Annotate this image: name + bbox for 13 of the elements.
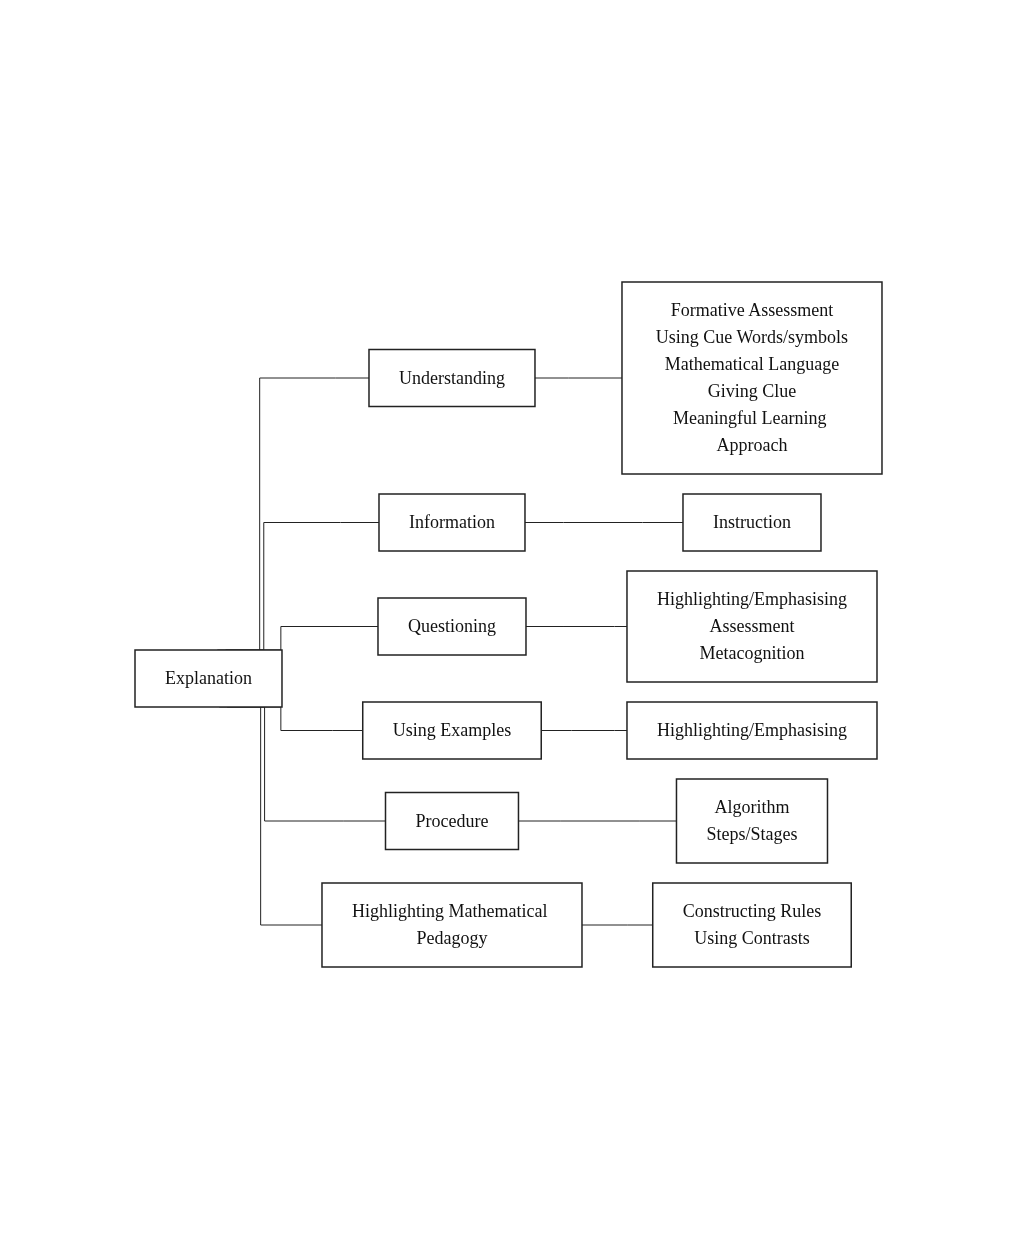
node-box bbox=[321, 882, 583, 968]
node-box bbox=[384, 791, 520, 851]
node-box bbox=[626, 701, 878, 760]
node-box bbox=[368, 348, 536, 408]
node-box bbox=[362, 701, 542, 760]
node-box bbox=[134, 649, 283, 708]
node-box bbox=[682, 493, 822, 552]
node-box bbox=[621, 281, 883, 475]
node-box bbox=[652, 882, 852, 968]
node-box bbox=[377, 597, 527, 656]
node-box bbox=[675, 778, 829, 864]
node-box bbox=[626, 570, 878, 683]
node-box bbox=[378, 493, 526, 552]
